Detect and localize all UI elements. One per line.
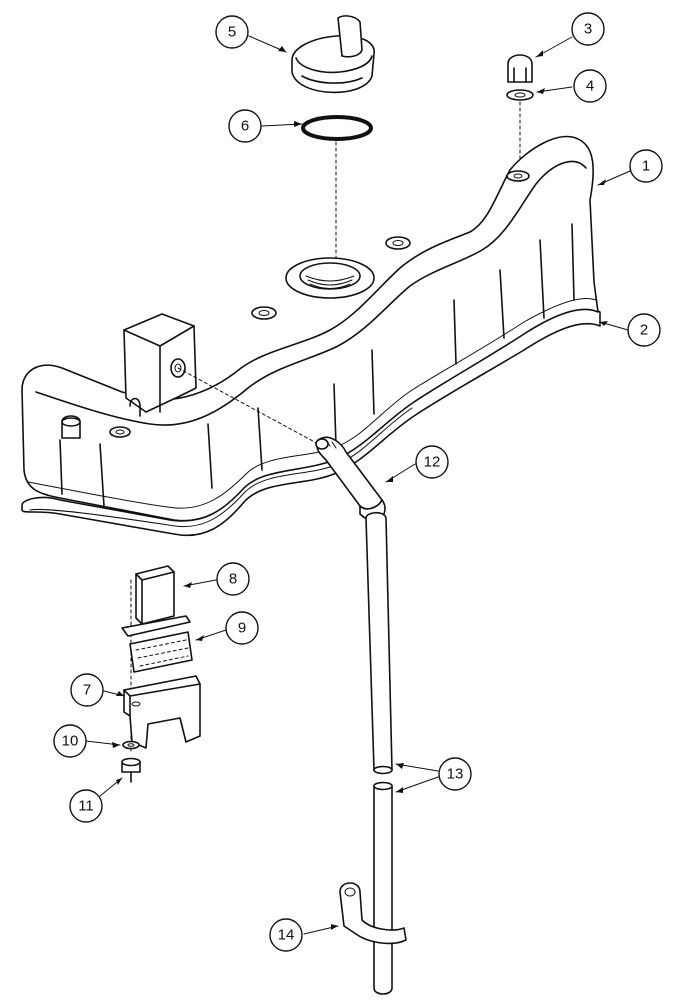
callout-6-label: 6 [241, 118, 249, 135]
leader-lines [85, 35, 631, 935]
callout-9-label: 9 [238, 620, 246, 637]
callout-4-label: 4 [586, 78, 594, 95]
callout-2-label: 2 [640, 322, 648, 339]
callout-13-label: 13 [447, 766, 464, 783]
callout-5-label: 5 [228, 24, 236, 41]
callout-10: 10 [53, 724, 87, 758]
callout-12-label: 12 [424, 454, 441, 471]
valve-cover [21, 135, 599, 522]
callout-14-label: 14 [278, 927, 295, 944]
callout-12: 12 [415, 445, 449, 479]
callout-4: 4 [573, 69, 607, 103]
breather-plate [123, 675, 201, 749]
callout-11: 11 [69, 789, 103, 823]
breather-tube [365, 511, 393, 995]
oil-filler-cap [291, 15, 375, 94]
callout-5: 5 [215, 15, 249, 49]
screw [121, 757, 141, 783]
callout-8: 8 [216, 562, 250, 596]
callout-9: 9 [225, 611, 259, 645]
tube-clamp [339, 882, 407, 945]
callout-1: 1 [629, 149, 663, 183]
callout-3: 3 [571, 12, 605, 46]
callout-11-label: 11 [78, 798, 94, 815]
screw-washer [122, 740, 140, 750]
breather-gasket [129, 631, 193, 673]
callout-14: 14 [269, 918, 303, 952]
breather-element [121, 565, 191, 637]
callout-8-label: 8 [229, 571, 237, 588]
callout-13: 13 [438, 757, 472, 791]
callout-7: 7 [70, 673, 104, 707]
acorn-nut [507, 54, 533, 83]
callout-7-label: 7 [83, 682, 91, 699]
callout-2: 2 [627, 313, 661, 347]
callout-6: 6 [228, 109, 262, 143]
washer [506, 89, 534, 101]
callout-3-label: 3 [584, 21, 592, 38]
callout-10-label: 10 [62, 733, 79, 750]
o-ring [301, 115, 373, 141]
callout-1-label: 1 [642, 158, 650, 175]
